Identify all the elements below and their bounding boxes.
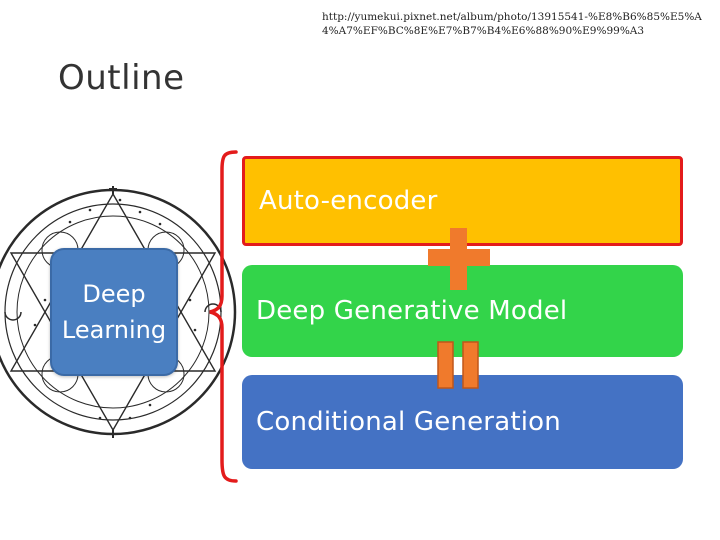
image-source-url[interactable]: http://yumekui.pixnet.net/album/photo/13… — [322, 11, 702, 37]
left-curly-brace — [209, 150, 238, 483]
deep-learning-label-line1: Deep — [82, 280, 146, 308]
deep-learning-box: Deep Learning — [50, 248, 178, 376]
slide-title: Outline — [58, 58, 185, 98]
equals-icon — [437, 341, 479, 389]
outline-item-label: Conditional Generation — [256, 407, 561, 437]
outline-item-label: Auto-encoder — [259, 186, 438, 216]
outline-item-conditional-generation: Conditional Generation — [242, 375, 683, 469]
outline-item-label: Deep Generative Model — [256, 296, 568, 326]
plus-icon — [428, 228, 490, 290]
deep-learning-label-line2: Learning — [61, 316, 167, 344]
